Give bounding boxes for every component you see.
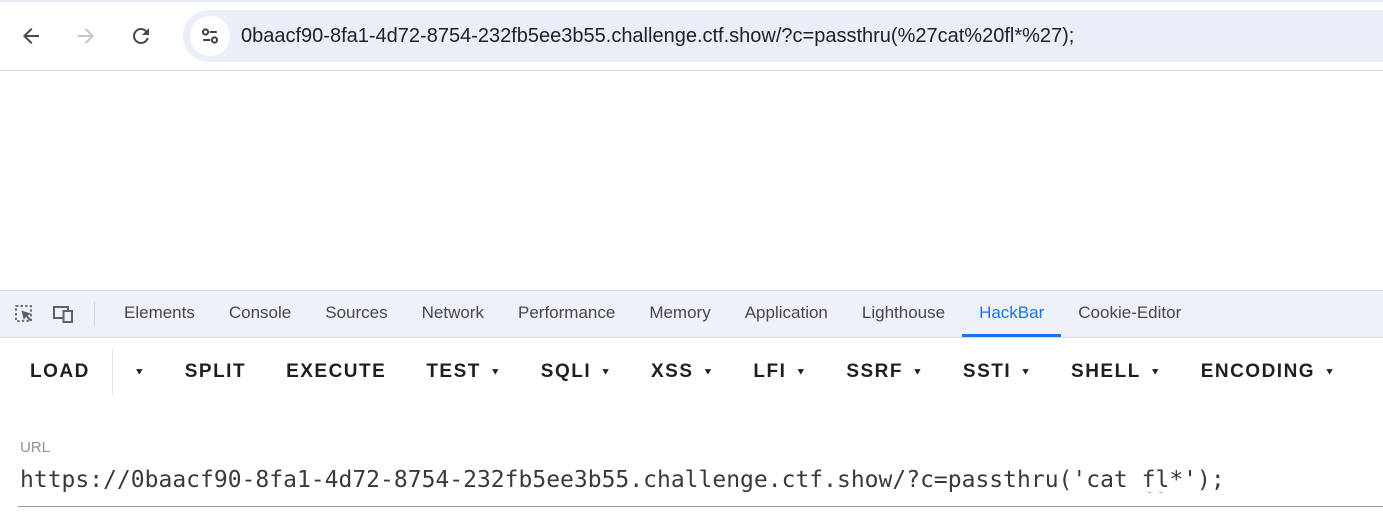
inspect-cursor-icon: [15, 305, 32, 322]
sqli-menu-label: SQLI: [540, 361, 592, 382]
chevron-down-icon: ▼: [702, 366, 714, 378]
ssti-menu-button[interactable]: SSTI ▼: [963, 361, 1031, 383]
device-toolbar-icon: [53, 306, 73, 323]
test-menu-button[interactable]: TEST ▼: [426, 361, 500, 383]
lfi-menu-button[interactable]: LFI ▼: [753, 361, 806, 383]
url-input-underline: [18, 506, 1383, 507]
shell-menu-button[interactable]: SHELL ▼: [1071, 361, 1161, 383]
site-settings-button[interactable]: [190, 16, 230, 56]
address-url-text[interactable]: 0baacf90-8fa1-4d72-8754-232fb5ee3b55.cha…: [241, 24, 1075, 47]
url-field-section: URL https://0baacf90-8fa1-4d72-8754-232f…: [0, 406, 1383, 507]
forward-arrow-icon: [78, 28, 94, 44]
back-arrow-icon: [23, 28, 39, 44]
chevron-down-icon: ▼: [1020, 366, 1032, 378]
url-input-text: https://0baacf90-8fa1-4d72-8754-232fb5ee…: [20, 467, 1142, 493]
tab-memory[interactable]: Memory: [649, 302, 711, 322]
chevron-down-icon: ▼: [600, 366, 611, 378]
chevron-down-icon: ▼: [1324, 366, 1335, 378]
tab-application[interactable]: Application: [744, 302, 828, 322]
url-input-misspelled-word: fl: [1141, 467, 1170, 493]
tab-cookie-editor[interactable]: Cookie-Editor: [1078, 302, 1182, 322]
chevron-down-icon: ▼: [912, 366, 923, 378]
toolbar-separator: [94, 302, 95, 326]
test-menu-label: TEST: [426, 361, 481, 382]
hackbar-toolbar: LOAD ▼ SPLIT EXECUTE TEST ▼ SQLI ▼ XSS ▼…: [0, 338, 1383, 406]
ssti-menu-label: SSTI: [962, 361, 1012, 382]
page-content: [0, 71, 1383, 290]
encoding-menu-label: ENCODING: [1200, 361, 1316, 382]
browser-toolbar: 0baacf90-8fa1-4d72-8754-232fb5ee3b55.cha…: [0, 0, 1383, 71]
load-split-button: LOAD ▼: [30, 349, 145, 395]
tab-performance[interactable]: Performance: [517, 302, 616, 322]
load-button-separator: [111, 349, 113, 395]
url-field-label: URL: [20, 439, 51, 456]
xss-menu-button[interactable]: XSS ▼: [651, 361, 713, 383]
chevron-down-icon: ▼: [1149, 366, 1161, 378]
url-input-text-suffix: *');: [1169, 467, 1225, 493]
load-button[interactable]: LOAD: [30, 361, 90, 382]
tab-console[interactable]: Console: [228, 302, 292, 322]
back-button[interactable]: [10, 15, 52, 57]
address-bar[interactable]: 0baacf90-8fa1-4d72-8754-232fb5ee3b55.cha…: [183, 10, 1383, 62]
chevron-down-icon: ▼: [489, 366, 501, 378]
ssrf-menu-label: SSRF: [846, 361, 903, 382]
encoding-menu-button[interactable]: ENCODING ▼: [1201, 361, 1335, 383]
tab-sources[interactable]: Sources: [325, 302, 388, 322]
toggle-device-toolbar-button[interactable]: [44, 291, 82, 337]
ssrf-menu-button[interactable]: SSRF ▼: [846, 361, 923, 383]
lfi-menu-label: LFI: [753, 361, 787, 382]
tab-elements[interactable]: Elements: [124, 302, 195, 322]
tab-hackbar[interactable]: HackBar: [962, 291, 1062, 337]
shell-menu-label: SHELL: [1071, 361, 1141, 382]
reload-button[interactable]: [120, 15, 162, 57]
split-button[interactable]: SPLIT: [184, 361, 247, 382]
tab-lighthouse[interactable]: Lighthouse: [861, 302, 946, 322]
site-settings-icon: [201, 28, 219, 44]
inspect-element-button[interactable]: [6, 291, 44, 337]
xss-menu-label: XSS: [651, 361, 694, 382]
forward-button[interactable]: [65, 15, 107, 57]
load-dropdown-arrow-icon[interactable]: ▼: [133, 366, 145, 378]
tab-network[interactable]: Network: [421, 302, 484, 322]
execute-button[interactable]: EXECUTE: [286, 361, 387, 382]
reload-icon: [132, 27, 149, 44]
sqli-menu-button[interactable]: SQLI ▼: [541, 361, 611, 383]
devtools-tabbar: Elements Console Sources Network Perform…: [0, 290, 1383, 338]
url-input[interactable]: https://0baacf90-8fa1-4d72-8754-232fb5ee…: [20, 467, 1383, 493]
chevron-down-icon: ▼: [795, 366, 807, 378]
